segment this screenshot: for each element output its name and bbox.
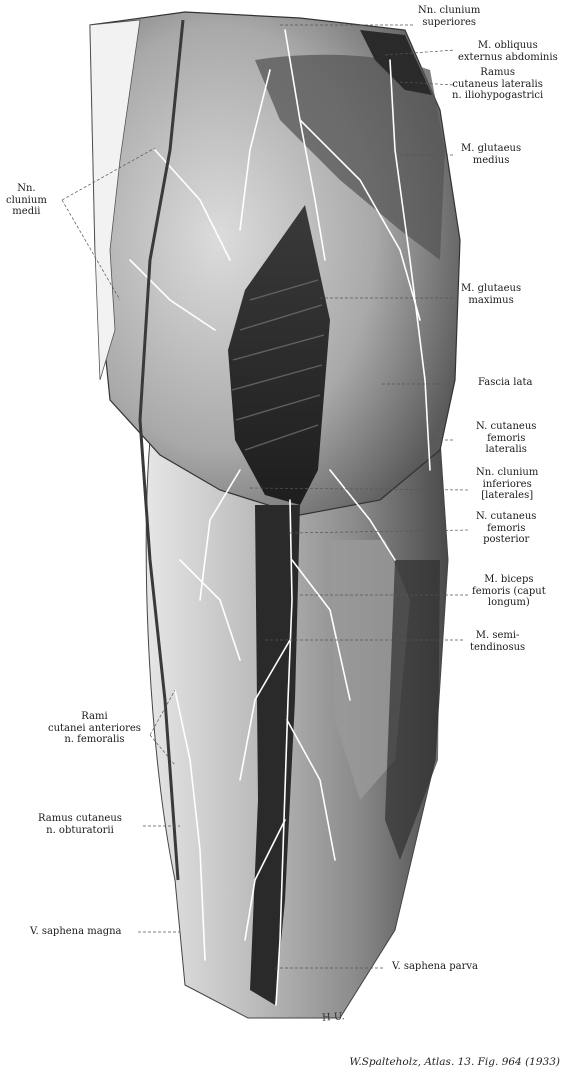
label-m-obliquus: M. obliquus externus abdominis xyxy=(458,40,558,63)
leader-lines xyxy=(61,24,471,969)
label-m-glutaeus-medius: M. glutaeus medius xyxy=(461,143,522,166)
label-ramus-iliohypogastrici: Ramus cutaneus lateralis n. iliohypogast… xyxy=(452,67,544,101)
figure-credit: W.Spalteholz, Atlas. 13. Fig. 964 (1933) xyxy=(349,1056,560,1068)
saphena-magna-line xyxy=(138,19,185,881)
label-m-biceps-femoris: M. biceps femoris (caput longum) xyxy=(472,574,546,608)
label-rami-cutanei-anteriores: Rami cutanei anteriores n. femoralis xyxy=(48,711,141,745)
label-ramus-cutaneus-obturatorii: Ramus cutaneus n. obturatorii xyxy=(38,813,122,836)
label-fascia-lata: Fascia lata xyxy=(478,377,533,388)
label-v-saphena-parva: V. saphena parva xyxy=(392,961,479,972)
iliac-crest-dark xyxy=(360,30,432,95)
label-nn-clunium-inferiores: Nn. clunium inferiores [laterales] xyxy=(476,467,539,501)
cutaneous-nerves xyxy=(129,29,431,1006)
artist-signature: H U. xyxy=(321,1011,345,1024)
posterior-thigh-muscle xyxy=(250,505,300,1005)
label-n-cutaneus-femoris-lateralis: N. cutaneus femoris lateralis xyxy=(476,421,537,455)
muscle-fibres xyxy=(231,279,325,451)
lateral-flank xyxy=(89,19,141,381)
label-nn-clunium-medii: Nn. clunium medii xyxy=(6,183,47,217)
upper-fascia-shadow xyxy=(255,54,445,260)
label-nn-clunium-superiores: Nn. clunium superiores xyxy=(418,5,481,28)
label-m-glutaeus-maximus: M. glutaeus maximus xyxy=(461,283,522,306)
medial-shadow xyxy=(385,560,440,860)
label-n-cutaneus-femoris-posterior: N. cutaneus femoris posterior xyxy=(476,511,537,545)
label-m-semitendinosus: M. semi- tendinosus xyxy=(470,630,526,653)
label-v-saphena-magna: V. saphena magna xyxy=(30,926,122,937)
